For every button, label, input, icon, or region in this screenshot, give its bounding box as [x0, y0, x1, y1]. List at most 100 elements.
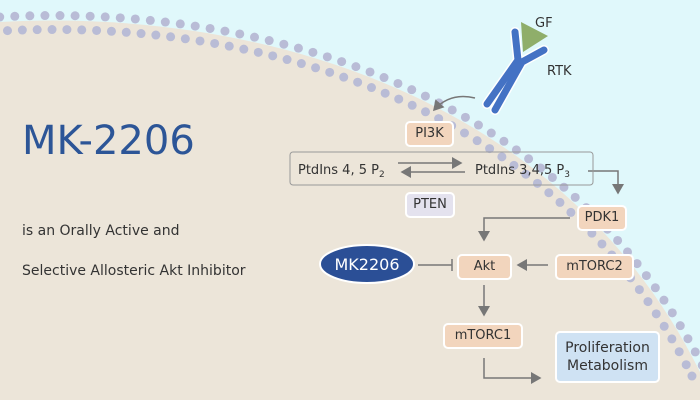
- membrane-lipid: [224, 41, 234, 51]
- membrane-lipid: [634, 285, 644, 295]
- membrane-lipid: [353, 77, 363, 87]
- membrane-lipid: [308, 47, 318, 57]
- page-title: MK-2206: [22, 118, 195, 164]
- membrane-lipid: [683, 334, 693, 344]
- membrane-lipid: [447, 105, 457, 115]
- membrane-lipid: [559, 182, 569, 192]
- membrane-lipid: [697, 361, 700, 370]
- membrane-lipid: [121, 27, 131, 37]
- membrane-lipid: [136, 29, 146, 39]
- membrane-lipid: [379, 73, 389, 83]
- membrane-lipid: [205, 23, 215, 33]
- membrane-lipid: [687, 371, 697, 381]
- ptdins3-label: PtdIns 3,4,5 P3: [475, 163, 570, 180]
- node-outcome: Proliferation Metabolism: [555, 331, 660, 383]
- membrane-lipid: [667, 334, 677, 344]
- membrane-lipid: [524, 154, 534, 164]
- outcome-proliferation: Proliferation: [565, 340, 650, 356]
- membrane-lipid: [282, 55, 292, 65]
- membrane-lipid: [681, 360, 691, 370]
- membrane-lipid: [17, 25, 27, 35]
- membrane-lipid: [210, 38, 220, 48]
- membrane-lipid: [659, 321, 669, 331]
- membrane-lipid: [0, 12, 5, 22]
- subtitle-line-2: Selective Allosteric Akt Inhibitor: [22, 263, 246, 279]
- membrane-lipid: [472, 136, 482, 146]
- membrane-lipid: [380, 88, 390, 98]
- membrane-lipid: [195, 36, 205, 46]
- membrane-lipid: [407, 85, 417, 95]
- membrane-lipid: [322, 52, 332, 62]
- membrane-lipid: [325, 67, 335, 77]
- membrane-lipid: [235, 29, 245, 39]
- membrane-lipid: [293, 43, 303, 53]
- membrane-lipid: [296, 59, 306, 69]
- node-akt: Akt: [457, 254, 512, 280]
- membrane-lipid: [486, 128, 496, 138]
- membrane-lipid: [473, 120, 483, 130]
- node-pten: PTEN: [405, 192, 455, 218]
- membrane-lipid: [268, 51, 278, 61]
- membrane-lipid: [434, 114, 444, 124]
- membrane-lipid: [485, 144, 495, 154]
- membrane-lipid: [175, 19, 185, 29]
- membrane-lipid: [160, 17, 170, 27]
- membrane-lipid: [420, 91, 430, 101]
- node-pi3k: PI3K: [405, 121, 454, 147]
- membrane-lipid: [659, 295, 669, 305]
- membrane-lipid: [337, 57, 347, 67]
- growth-factor-icon: [521, 22, 548, 52]
- membrane-lipid: [77, 25, 87, 35]
- membrane-lipid: [55, 11, 65, 21]
- membrane-lipid: [115, 13, 125, 23]
- membrane-lipid: [151, 30, 161, 40]
- membrane-lipid: [32, 25, 42, 35]
- membrane-lipid: [166, 32, 176, 42]
- membrane-lipid: [459, 128, 469, 138]
- membrane-lipid: [92, 25, 102, 35]
- membrane-lipid: [643, 297, 653, 307]
- membrane-lipid: [651, 309, 661, 319]
- membrane-lipid: [674, 347, 684, 357]
- node-mtorc2: mTORC2: [555, 254, 634, 280]
- membrane-lipid: [555, 197, 565, 207]
- ptdins2-label: PtdIns 4, 5 P2: [298, 163, 385, 180]
- membrane-lipid: [532, 178, 542, 188]
- membrane-lipid: [239, 44, 249, 54]
- membrane-lipid: [570, 192, 580, 202]
- membrane-lipid: [365, 67, 375, 77]
- node-pdk1: PDK1: [577, 205, 627, 231]
- membrane-lipid: [145, 15, 155, 25]
- membrane-lipid: [264, 36, 274, 46]
- mk2206-drug: [319, 244, 415, 284]
- membrane-lipid: [253, 47, 263, 57]
- membrane-lipid: [47, 25, 57, 35]
- membrane-lipid: [2, 26, 12, 36]
- membrane-lipid: [40, 11, 50, 21]
- mk2206-label: MK2206: [334, 255, 399, 274]
- gf-label: GF: [535, 16, 553, 31]
- membrane-lipid: [407, 100, 417, 110]
- pathway-arrows: [398, 95, 624, 384]
- membrane-lipid: [460, 112, 470, 122]
- membrane-lipid: [106, 26, 116, 36]
- membrane-lipid: [180, 34, 190, 44]
- membrane-lipid: [536, 163, 546, 173]
- membrane-lipid: [420, 107, 430, 117]
- membrane-lipid: [85, 11, 95, 21]
- membrane-lipid: [613, 235, 623, 245]
- membrane-lipid: [544, 188, 554, 198]
- membrane-lipid: [632, 259, 642, 269]
- membrane-lipid: [62, 25, 72, 35]
- subtitle-line-1: is an Orally Active and: [22, 223, 180, 239]
- membrane-lipid: [10, 11, 20, 21]
- membrane-lipid: [393, 78, 403, 88]
- outcome-metabolism: Metabolism: [567, 358, 648, 374]
- membrane-lipid: [130, 14, 140, 24]
- rtk-label: RTK: [547, 64, 572, 79]
- membrane-lipid: [566, 207, 576, 217]
- membrane-lipid: [70, 11, 80, 21]
- membrane-lipid: [311, 63, 321, 73]
- cell-body: [0, 20, 700, 400]
